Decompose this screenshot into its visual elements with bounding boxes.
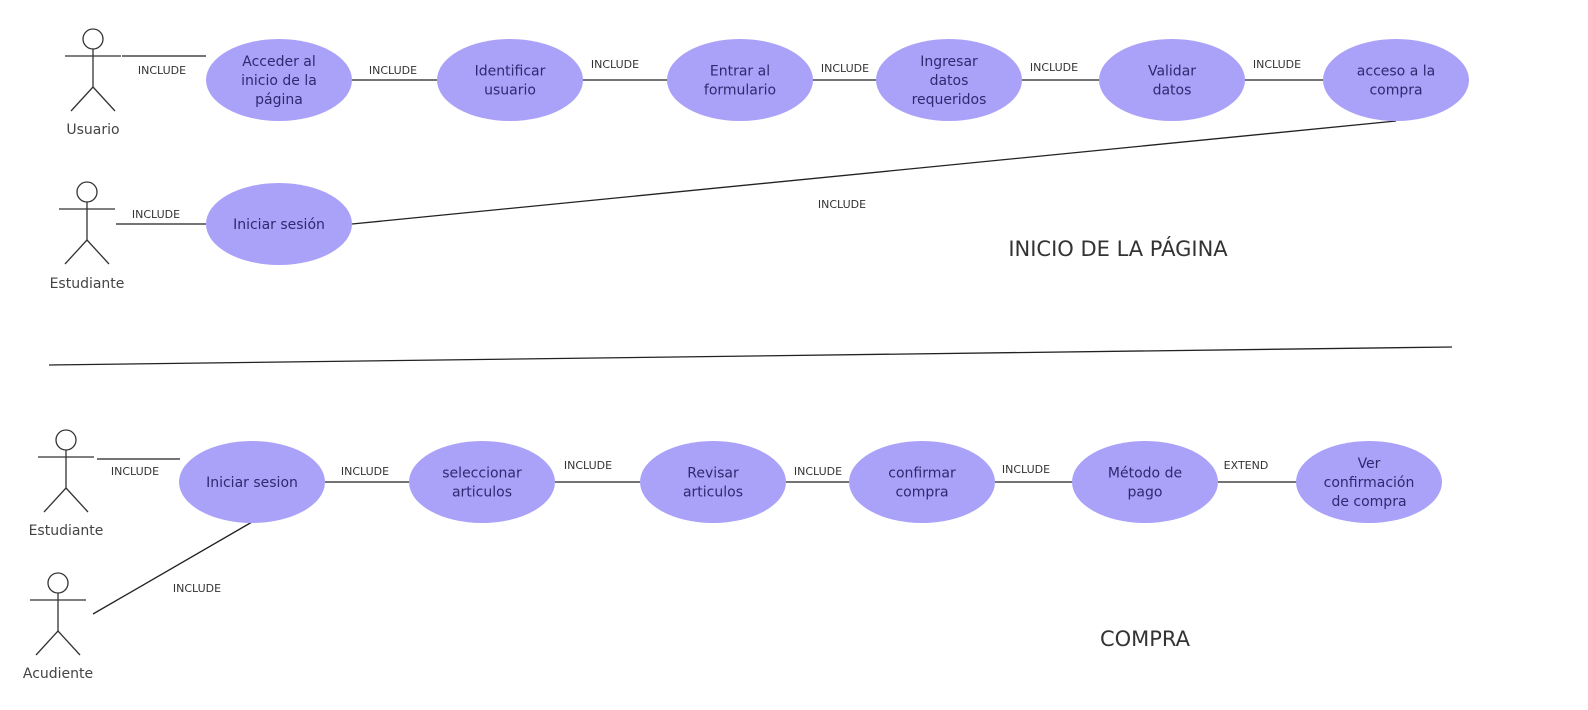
actor-acudiente[interactable]: Acudiente: [23, 572, 93, 682]
use-case-label: Revisar: [687, 466, 739, 482]
relation-label: INCLUDE: [132, 208, 180, 221]
use-case-uc5[interactable]: Validar datos: [1099, 39, 1245, 121]
use-case-label: confirmación: [1324, 475, 1415, 491]
use-case-label: articulos: [683, 485, 743, 501]
relation-label: INCLUDE: [341, 465, 389, 478]
use-case-ellipse[interactable]: [437, 39, 583, 121]
stick-figure-icon: [38, 429, 94, 513]
actor-name: Estudiante: [29, 523, 104, 539]
use-case-ellipse[interactable]: [1099, 39, 1245, 121]
use-case-label: requeridos: [912, 92, 987, 108]
use-case-label: Método de: [1108, 466, 1182, 482]
relation-label: INCLUDE: [794, 465, 842, 478]
actor-name: Acudiente: [23, 666, 93, 682]
use-case-uc13[interactable]: Ver confirmación de compra: [1296, 441, 1442, 523]
use-case-uc10[interactable]: Revisar articulos: [640, 441, 786, 523]
use-case-label: Ingresar: [920, 54, 978, 70]
use-case-label: Acceder al: [242, 54, 316, 70]
relation-labels: INCLUDE INCLUDE INCLUDE INCLUDE INCLUDE INCLU…: [111, 58, 1301, 595]
use-case-label: Ver: [1358, 456, 1381, 472]
use-case-label: Entrar al: [710, 64, 770, 80]
use-case-uc8[interactable]: Iniciar sesion: [179, 441, 325, 523]
use-case-label: formulario: [704, 83, 776, 99]
use-case-ellipse[interactable]: [206, 183, 352, 265]
use-case-ellipse[interactable]: [1072, 441, 1218, 523]
use-case-label: compra: [895, 485, 948, 501]
section-title-inicio: INICIO DE LA PÁGINA: [1008, 236, 1228, 261]
stick-figure-icon: [30, 572, 86, 656]
use-case-label: pago: [1128, 485, 1163, 501]
section-divider: [48, 346, 1453, 366]
use-case-uc11[interactable]: confirmar compra: [849, 441, 995, 523]
relation-label: INCLUDE: [369, 64, 417, 77]
section-title-compra: COMPRA: [1100, 627, 1191, 651]
stick-figure-icon: [65, 28, 121, 112]
use-case-label: compra: [1369, 83, 1422, 99]
use-case-uc12[interactable]: Método de pago: [1072, 441, 1218, 523]
use-case-label: articulos: [452, 485, 512, 501]
relation-line: [92, 521, 253, 615]
relation-line: [351, 120, 1397, 225]
relation-label: INCLUDE: [591, 58, 639, 71]
use-case-ellipse[interactable]: [876, 39, 1022, 121]
stick-figure-icon: [59, 181, 115, 265]
use-case-ellipse[interactable]: [640, 441, 786, 523]
use-case-uc3[interactable]: Entrar al formulario: [667, 39, 813, 121]
use-case-ellipse[interactable]: [1296, 441, 1442, 523]
use-case-uc1[interactable]: Acceder al inicio de la página: [206, 39, 352, 121]
use-case-label: de compra: [1331, 494, 1406, 510]
relation-label: INCLUDE: [138, 64, 186, 77]
use-case-ellipse[interactable]: [179, 441, 325, 523]
use-case-label: confirmar: [888, 466, 956, 482]
use-case-label: acceso a la: [1357, 64, 1435, 80]
use-case-label: Iniciar sesión: [233, 217, 325, 233]
actor-usuario[interactable]: Usuario: [65, 28, 121, 138]
use-case-uc2[interactable]: Identificar usuario: [437, 39, 583, 121]
actor-estudiante2[interactable]: Estudiante: [29, 429, 104, 539]
use-case-ellipse[interactable]: [206, 39, 352, 121]
relation-label: EXTEND: [1224, 459, 1269, 472]
use-case-ellipse[interactable]: [1323, 39, 1469, 121]
use-case-uc6[interactable]: acceso a la compra: [1323, 39, 1469, 121]
relation-label: INCLUDE: [564, 459, 612, 472]
use-case-label: Validar: [1148, 64, 1196, 80]
use-case-label: página: [255, 92, 303, 108]
use-case-label: inicio de la: [241, 73, 317, 89]
connector-lines: [92, 55, 1397, 615]
use-case-label: Iniciar sesion: [206, 475, 298, 491]
relation-label: INCLUDE: [1002, 463, 1050, 476]
use-case-uc4[interactable]: Ingresar datos requeridos: [876, 39, 1022, 121]
use-case-ellipse[interactable]: [849, 441, 995, 523]
relation-label: INCLUDE: [1030, 61, 1078, 74]
use-case-ellipse[interactable]: [667, 39, 813, 121]
relation-label: INCLUDE: [1253, 58, 1301, 71]
actor-name: Usuario: [66, 122, 119, 138]
relation-label: INCLUDE: [818, 198, 866, 211]
relation-label: INCLUDE: [173, 582, 221, 595]
use-case-label: seleccionar: [442, 466, 522, 482]
actor-estudiante1[interactable]: Estudiante: [50, 181, 125, 292]
use-case-label: usuario: [484, 83, 536, 99]
use-case-uc7[interactable]: Iniciar sesión: [206, 183, 352, 265]
use-case-label: Identificar: [475, 64, 546, 80]
use-case-label: datos: [1153, 83, 1192, 99]
use-case-label: datos: [930, 73, 969, 89]
use-cases: Acceder al inicio de la página Identificar u…: [179, 39, 1469, 523]
relation-label: INCLUDE: [821, 62, 869, 75]
relation-label: INCLUDE: [111, 465, 159, 478]
use-case-ellipse[interactable]: [409, 441, 555, 523]
actor-name: Estudiante: [50, 276, 125, 292]
use-case-uc9[interactable]: seleccionar articulos: [409, 441, 555, 523]
